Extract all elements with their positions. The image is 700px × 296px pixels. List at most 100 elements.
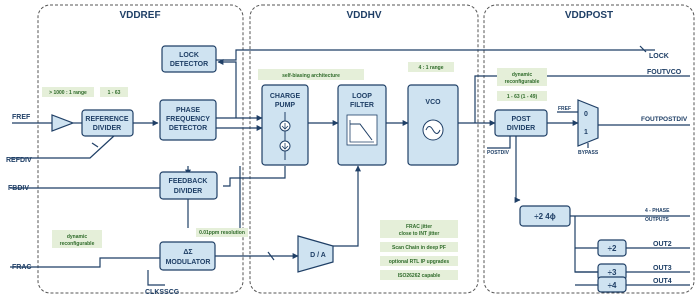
charge-pump-label-1: CHARGE [270, 93, 301, 100]
rtl-upgrades-note: optional RTL IP upgrades [389, 259, 450, 265]
loop-filter-label-2: FILTER [350, 102, 374, 109]
div2-block [597, 239, 627, 257]
resolution-note: 0.01ppm resolution [199, 230, 245, 236]
clkssclg-label: CLKSSCG [145, 289, 180, 296]
post-dynamic-note-1: dynamic [512, 72, 533, 78]
modulator-label-1: ΔΣ [183, 249, 192, 256]
dac-block [297, 235, 334, 273]
ref-div-range-note: 1 - 63 [108, 90, 121, 96]
vco-range-note-bg [408, 62, 454, 72]
postdiv-select-wire [487, 133, 511, 149]
fb-dynamic-note-2: reconfigurable [60, 241, 95, 247]
modulator-block [159, 241, 216, 271]
fb-dynamic-note-1: dynamic [67, 234, 88, 240]
resolution-note-bg [196, 228, 248, 237]
scan-chain-note-bg [380, 242, 458, 252]
foutpostdiv-label: FOUTPOSTDIV [641, 116, 688, 123]
self-biasing-note-bg [258, 69, 364, 80]
fref-buffer-icon [51, 114, 75, 132]
div4-label: ÷4 [608, 281, 617, 290]
vddhv-domain [249, 4, 479, 294]
feedback-divider-label-2: DIVIDER [174, 188, 202, 195]
div3-label: ÷3 [608, 268, 617, 277]
mux-input-1: 1 [584, 129, 588, 136]
iso-note-bg [380, 270, 458, 280]
foutvco-label: FOUTVCO [647, 69, 682, 76]
feedback-divider-block [159, 171, 218, 200]
frac-wire [10, 257, 160, 268]
div2-label: ÷2 [608, 244, 617, 253]
mux-input-0: 0 [584, 111, 588, 118]
ref-range-note-bg [42, 87, 94, 97]
modulator-label-2: MODULATOR [166, 259, 211, 266]
vco-to-fb-wire [223, 166, 286, 187]
post-dynamic-note-2: reconfigurable [505, 79, 540, 85]
clk-feed-wire [218, 166, 241, 231]
post-dynamic-note-bg [497, 68, 547, 86]
postdiv-label: POSTDIV [487, 150, 510, 156]
reference-divider-label-1: REFERENCE [85, 116, 129, 123]
oscillator-icon [422, 119, 444, 141]
fref-mux-label: FREF [558, 106, 571, 112]
post-range-note-bg [497, 91, 547, 101]
lock-detector-block [161, 45, 217, 73]
refdiv-bus-mark [91, 142, 99, 148]
vco-to-quad-wire [514, 123, 521, 203]
post-divider-block [494, 109, 548, 137]
reference-divider-block [81, 109, 134, 137]
lock-detector-label-1: LOCK [179, 52, 199, 59]
fb-dynamic-note-bg [52, 230, 102, 248]
out2-label: OUT2 [653, 241, 672, 248]
lock-label: LOCK [649, 53, 669, 60]
bypass-label: BYPASS [578, 150, 599, 156]
vddpost-title: VDDPOST [565, 10, 613, 21]
post-divider-label-1: POST [511, 116, 531, 123]
post-range-note: 1 - 63 (1 - 49) [507, 94, 538, 100]
out3-label: OUT3 [653, 265, 672, 272]
refdiv-label: REFDIV [6, 157, 32, 164]
self-biasing-note: self-biasing architecture [282, 73, 340, 79]
pfd-label-2: FREQUENCY [166, 116, 210, 123]
post-divider-label-2: DIVIDER [507, 125, 535, 132]
vco-range-note: 4 : 1 range [418, 65, 443, 71]
foutvco-wire [474, 75, 690, 123]
vddpost-domain [483, 4, 695, 294]
fbdiv-label: FBDIV [8, 185, 29, 192]
frac-jitter-note-2: close to INT jitter [399, 231, 440, 237]
four-phase-label-1: 4 - PHASE [645, 208, 670, 214]
output-mux-block [577, 99, 599, 147]
frac-jitter-note-1: FRAC jitter [406, 224, 432, 230]
rtl-upgrades-note-bg [380, 256, 458, 266]
loop-filter-label-1: LOOP [352, 93, 372, 100]
lock-mark [639, 45, 647, 53]
frac-label: FRAC [12, 264, 31, 271]
dac-to-lf-wire [333, 165, 361, 247]
vddref-title: VDDREF [119, 10, 160, 21]
vddhv-title: VDDHV [346, 10, 381, 21]
ref-range-note: > 1000 : 1 range [49, 90, 87, 96]
four-phase-label-2: OUTPUTS [645, 217, 670, 223]
pfd-to-lock-wire [217, 59, 237, 118]
feedback-divider-label-1: FEEDBACK [169, 178, 208, 185]
pfd-label-1: PHASE [176, 107, 200, 114]
quad-phase-divider-label: ÷2 4ϕ [534, 212, 556, 221]
charge-pump-label-2: PUMP [275, 102, 296, 109]
lock-output-wire [216, 49, 655, 61]
quad-phase-divider-block [519, 205, 571, 227]
filter-response-icon [346, 114, 378, 146]
refdiv-input-wire [10, 134, 116, 159]
pfd-block [159, 99, 217, 141]
vddref-domain [37, 4, 244, 294]
lock-detector-label-2: DETECTOR [170, 61, 208, 68]
current-source-icon [279, 112, 291, 160]
frac-jitter-note-bg [380, 220, 458, 238]
pfd-label-3: DETECTOR [169, 125, 207, 132]
out4-label: OUT4 [653, 278, 672, 285]
vco-label: VCO [425, 99, 441, 106]
clkssclg-wire [147, 270, 165, 286]
mod-bus-mark [267, 251, 275, 261]
iso-note: ISO26262 capable [398, 273, 441, 279]
ref-div-range-note-bg [100, 87, 128, 97]
